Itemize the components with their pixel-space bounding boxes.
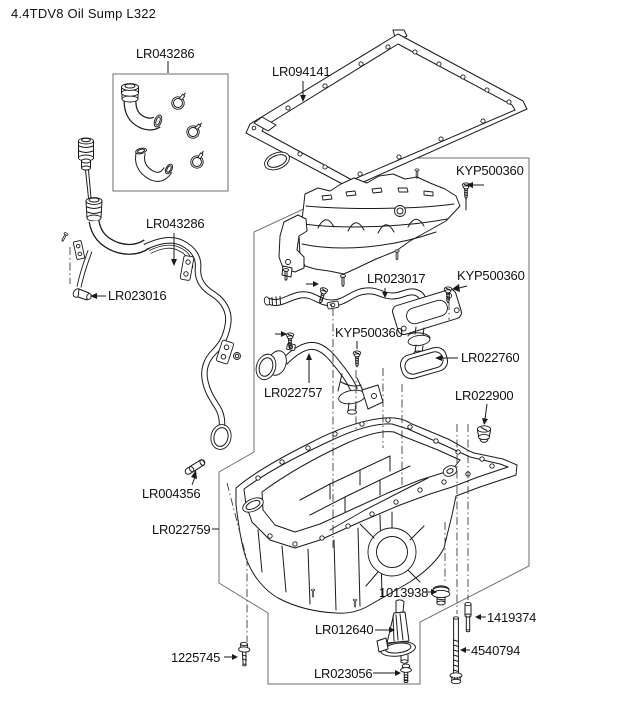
label-sump-gasket: LR094141	[272, 64, 331, 79]
baffle-tray-drawing	[278, 168, 461, 287]
centre-lines	[69, 198, 469, 642]
hose-clamp-icon	[171, 91, 187, 110]
oil-plug-drawing	[477, 425, 491, 443]
label-drain-plug: 1013938	[379, 585, 429, 600]
label-stud: 1419374	[487, 610, 537, 625]
leader-lines	[90, 61, 488, 676]
label-sump-bolt: 1225745	[171, 650, 221, 665]
label-pickup-gasket: LR022760	[461, 350, 520, 365]
hose-clamp-icon	[185, 119, 204, 140]
label-sensor-screw: LR023056	[314, 666, 373, 681]
gasket-bolt-holes	[251, 44, 512, 177]
sensor-screw-drawing	[400, 663, 412, 683]
baffle-bracket	[278, 214, 308, 273]
diagram-title: 4.4TDV8 Oil Sump L322	[11, 6, 157, 21]
pickup-gasket-drawing	[399, 346, 449, 380]
oil-level-sensor-drawing	[376, 599, 416, 664]
label-suction-screw: KYP500360	[335, 325, 403, 340]
label-drain-union: LR023016	[108, 288, 167, 303]
sump-bolt-drawing	[238, 641, 251, 667]
label-suction-pipe: LR022757	[264, 385, 323, 400]
drain-plug-drawing	[431, 585, 451, 606]
hose-kit-boundary-box	[112, 73, 229, 192]
dipstick-tube-drawing	[59, 137, 241, 450]
sump-flange-holes	[255, 417, 495, 547]
label-oil-level-sensor: LR012640	[315, 622, 374, 637]
pickup-flange	[392, 288, 462, 336]
suction-pipe-drawing	[255, 341, 384, 415]
oil-sump-pan-drawing	[235, 417, 518, 614]
kyp500360-screw-icon	[352, 350, 362, 368]
label-dipstick-tube: LR043286	[146, 216, 205, 231]
assembly-boundary	[218, 157, 530, 685]
oil-pickup-pipe-drawing	[263, 287, 462, 356]
label-oil-plug: LR022900	[455, 388, 514, 403]
drain-union-drawing	[72, 288, 92, 301]
long-bolt-drawing	[449, 616, 463, 685]
label-hose-kit: LR043286	[136, 46, 195, 61]
label-baffle-screw: KYP500360	[456, 163, 524, 178]
label-dowel-pin: LR004356	[142, 486, 201, 501]
dowel-pin-drawing	[184, 459, 206, 475]
label-pickup-pipe: LR023017	[367, 271, 426, 286]
filler-hose-kit-drawing	[121, 83, 207, 182]
hose-clamp-icon	[189, 149, 207, 170]
label-sump-pan: LR022759	[152, 522, 211, 537]
stud-drawing	[464, 601, 472, 633]
label-flange-screw: KYP500360	[457, 268, 525, 283]
label-long-bolt: 4540794	[471, 643, 521, 658]
